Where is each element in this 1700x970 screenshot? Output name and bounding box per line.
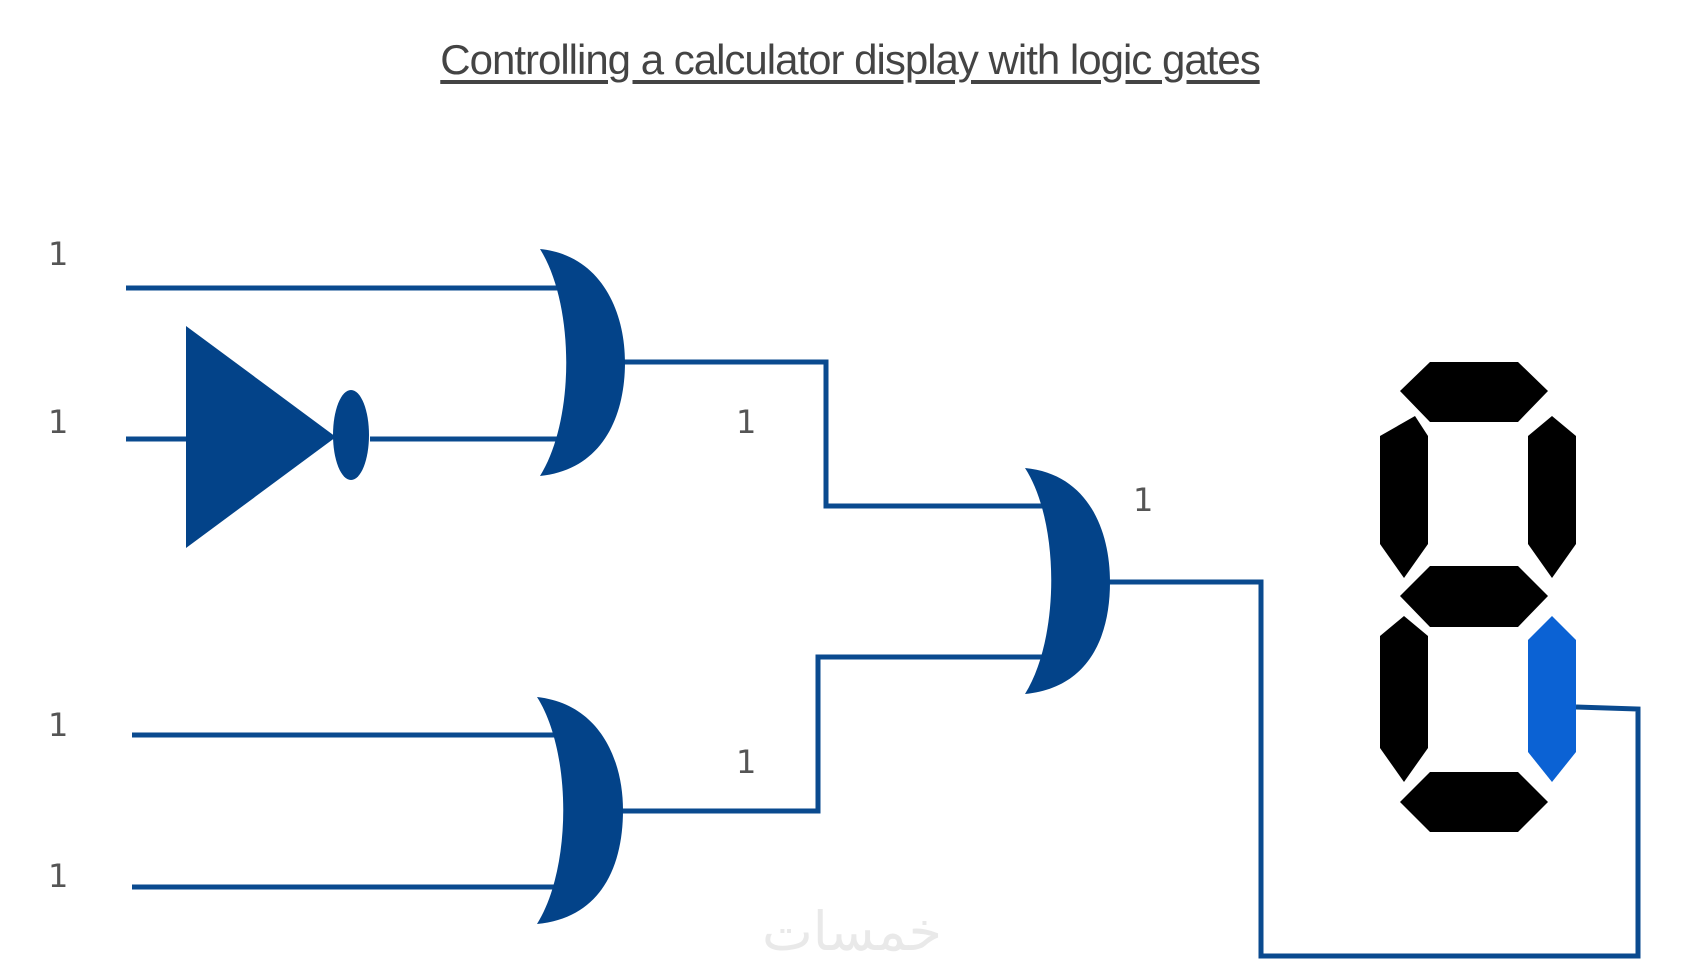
- not-gate-bubble: [333, 390, 369, 480]
- segment-bottom: [1400, 772, 1548, 832]
- upper-gate-output-label: 1: [736, 403, 756, 441]
- final-gate-output-label: 1: [1133, 481, 1153, 519]
- watermark: خمسات: [762, 900, 942, 963]
- segment-top-left: [1380, 416, 1428, 578]
- wire-final-to-display: [1108, 579, 1641, 959]
- input-4-label: 1: [48, 857, 68, 895]
- lower-gate-output-label: 1: [736, 743, 756, 781]
- lower-or-gate: [537, 697, 623, 924]
- segment-middle: [1400, 566, 1548, 627]
- wire-upper-gate-to-final: [620, 359, 1045, 509]
- segment-bottom-left: [1380, 616, 1428, 782]
- not-gate-triangle: [186, 326, 336, 548]
- input-3-label: 1: [48, 706, 68, 744]
- logic-gates: [537, 249, 1110, 924]
- upper-or-gate: [540, 249, 625, 476]
- seven-segment-display: [1380, 362, 1576, 832]
- segment-top-right: [1528, 416, 1576, 578]
- wire-lower-gate-to-final: [620, 654, 1045, 814]
- segment-bottom-right: [1528, 616, 1576, 782]
- not-gate: [186, 326, 369, 548]
- input-2-label: 1: [48, 403, 68, 441]
- final-or-gate: [1025, 468, 1110, 694]
- input-1-label: 1: [48, 235, 68, 273]
- segment-top: [1400, 362, 1548, 422]
- wires: [126, 285, 1641, 959]
- diagram-title: Controlling a calculator display with lo…: [440, 36, 1260, 83]
